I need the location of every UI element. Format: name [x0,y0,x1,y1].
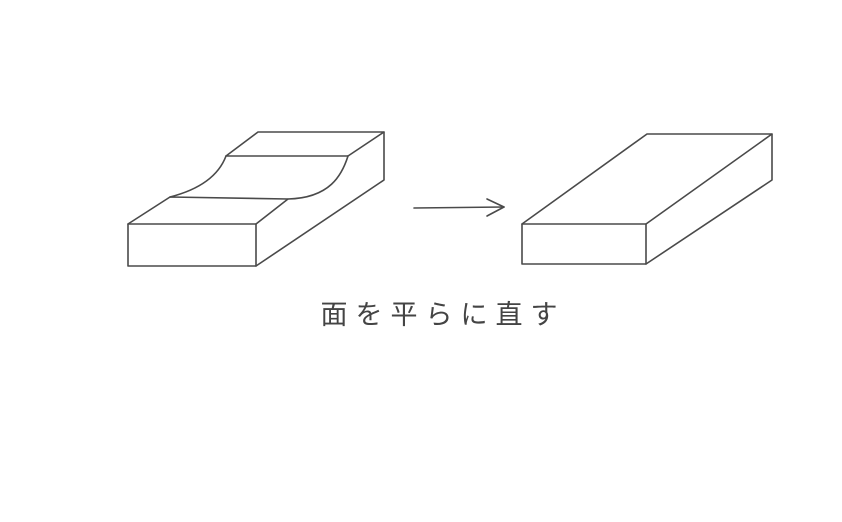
uneven-block-lower-top [127,196,289,225]
uneven-block-right-face [255,131,385,267]
uneven-block-front-face [127,223,257,267]
caption-text: 面を平らに直す [320,300,566,331]
right-arrow-icon [413,198,505,217]
flat-block-front-face [521,223,647,265]
flat-block-right-face [645,133,773,265]
flat-block [521,133,773,265]
uneven-block-left-curve [169,155,227,198]
uneven-block-upper-top [225,131,385,157]
uneven-block-right-curve [287,155,349,200]
uneven-block [127,131,385,267]
flat-block-top-face [521,133,773,225]
